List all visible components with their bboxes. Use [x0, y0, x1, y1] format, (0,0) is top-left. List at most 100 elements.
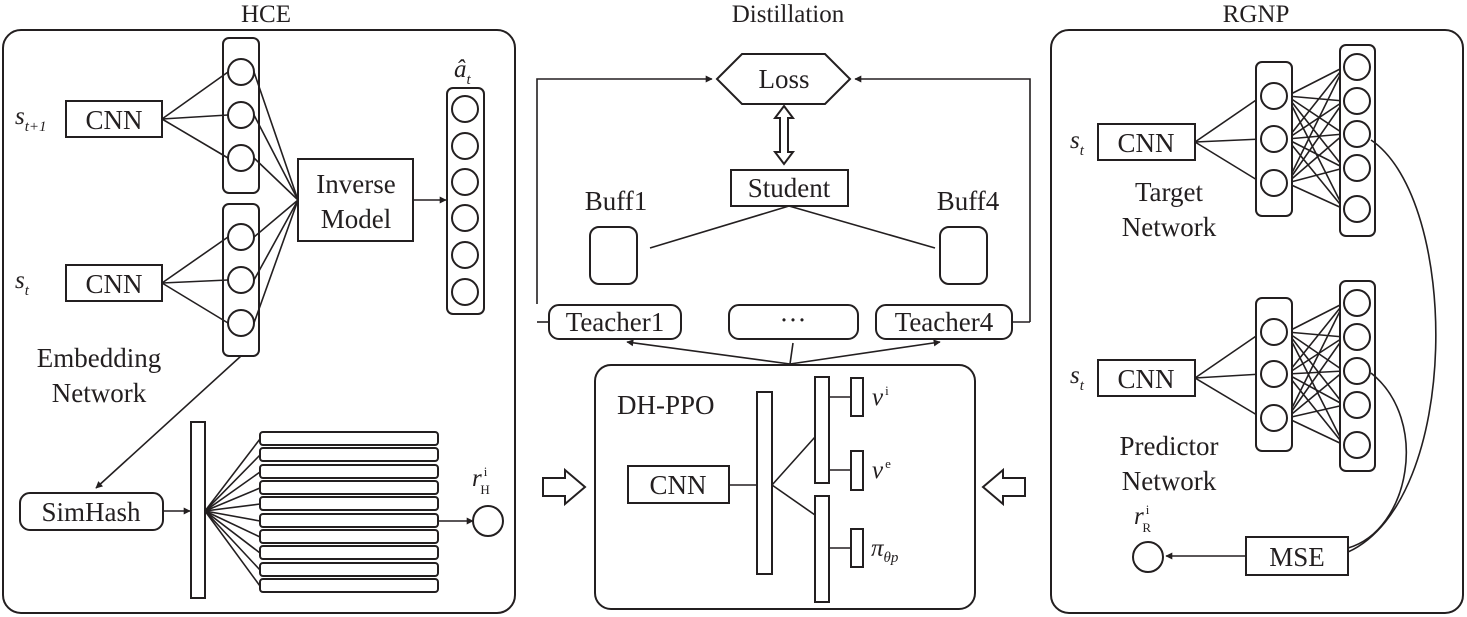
rgnp-reward-node — [1132, 541, 1164, 573]
student-box — [730, 169, 849, 207]
hash-bucket — [259, 431, 439, 446]
target-network-label-line2: Network — [1122, 212, 1217, 242]
hash-bucket — [259, 496, 439, 511]
distillation-title: Distillation — [732, 1, 845, 28]
hce-title: HCE — [241, 1, 291, 28]
predictor-output-node — [1343, 323, 1371, 351]
hce-input-next-state: st+1 — [15, 103, 47, 135]
value-head-bar — [814, 376, 830, 484]
predicted-action-label: ât — [454, 56, 472, 88]
buffer-1-label: Buff1 — [585, 186, 648, 216]
student-label: Student — [748, 173, 831, 203]
target-hidden-node — [1260, 169, 1288, 197]
rgnp-title: RGNP — [1223, 1, 1290, 28]
dhppo-title: DH-PPO — [617, 390, 715, 420]
embedding-node — [227, 58, 255, 86]
target-output-node — [1343, 195, 1371, 223]
rgnp-to-dhppo-arrow — [981, 467, 1026, 507]
policy-label: πθp — [871, 535, 899, 566]
hash-bucket — [259, 447, 439, 462]
shared-feature-bar — [756, 391, 773, 575]
loss-node — [715, 53, 852, 105]
hash-code-bar — [190, 421, 206, 599]
intrinsic-value-output — [850, 377, 864, 417]
hash-bucket — [259, 480, 439, 495]
target-hidden-node — [1260, 82, 1288, 110]
predictor-cnn-label: CNN — [1117, 364, 1174, 394]
predictor-output-node — [1343, 357, 1371, 385]
action-node — [451, 168, 479, 196]
action-node — [451, 278, 479, 306]
inverse-model-label-line2: Model — [321, 204, 392, 234]
hash-bucket — [259, 529, 439, 544]
dhppo-cnn-box — [627, 465, 730, 504]
target-output-node — [1343, 154, 1371, 182]
embedding-network-label-line2: Network — [52, 378, 147, 408]
hce-panel: st+1 CNN st CNN Inver — [2, 29, 516, 614]
mse-box — [1245, 536, 1349, 576]
action-node — [451, 204, 479, 232]
predictor-network-links — [1194, 302, 1345, 446]
embedding-node — [227, 144, 255, 172]
buffer-4-box — [939, 226, 988, 285]
mse-label: MSE — [1269, 542, 1325, 572]
dhppo-cnn-label: CNN — [649, 470, 706, 500]
simhash-label: SimHash — [41, 497, 141, 527]
teacher-ellipsis-box — [728, 304, 859, 340]
target-network-label-line1: Target — [1135, 177, 1204, 207]
target-cnn-box — [1097, 123, 1196, 161]
teacher-4-label: Teacher4 — [895, 307, 994, 337]
hash-bucket — [259, 562, 439, 577]
action-node — [451, 95, 479, 123]
buffer-1-box — [589, 226, 638, 285]
loss-label: Loss — [758, 64, 809, 94]
hash-bucket — [259, 578, 439, 593]
predictor-hidden-node — [1260, 404, 1288, 432]
hce-cnn-top-label: CNN — [85, 105, 142, 135]
target-network-links — [1194, 66, 1345, 210]
predictor-input-label: st — [1070, 362, 1085, 394]
predictor-to-mse-curve — [1347, 372, 1407, 549]
embedding-node — [227, 266, 255, 294]
embedding-network-label-line1: Embedding — [37, 343, 161, 373]
hce-input-state: st — [15, 267, 30, 299]
predictor-hidden-node — [1260, 360, 1288, 388]
hce-cnn-bottom-label: CNN — [85, 269, 142, 299]
teacher-1-label: Teacher1 — [566, 307, 665, 337]
dhppo-frame — [594, 364, 976, 610]
target-output-node — [1343, 53, 1371, 81]
target-cnn-label: CNN — [1117, 128, 1174, 158]
teacher-ellipsis-label: ··· — [780, 305, 807, 335]
predictor-output-node — [1343, 391, 1371, 419]
action-node — [451, 132, 479, 160]
hash-bucket — [259, 513, 439, 528]
predictor-output-node — [1343, 431, 1371, 459]
inverse-model-box — [297, 158, 414, 242]
hash-bucket — [259, 545, 439, 560]
rgnp-panel: st CNN Target Network st CNN Predict — [1050, 29, 1464, 614]
policy-output — [850, 528, 864, 568]
inverse-model-label-line1: Inverse — [316, 169, 395, 199]
target-output-node — [1343, 87, 1371, 115]
target-hidden-node — [1260, 125, 1288, 153]
policy-head-bar — [814, 495, 830, 603]
embedding-node — [227, 223, 255, 251]
hash-reward-node — [472, 505, 504, 537]
predictor-output-node — [1343, 289, 1371, 317]
loss-student-link — [773, 104, 795, 166]
extrinsic-value-output — [850, 450, 864, 491]
predictor-network-label-line1: Predictor — [1120, 431, 1219, 461]
target-input-label: st — [1070, 127, 1085, 159]
embedding-node — [227, 309, 255, 337]
hash-table — [204, 431, 439, 593]
target-output-node — [1343, 120, 1371, 148]
hash-bucket — [259, 464, 439, 479]
action-node — [451, 241, 479, 269]
predictor-network-label-line2: Network — [1122, 466, 1217, 496]
